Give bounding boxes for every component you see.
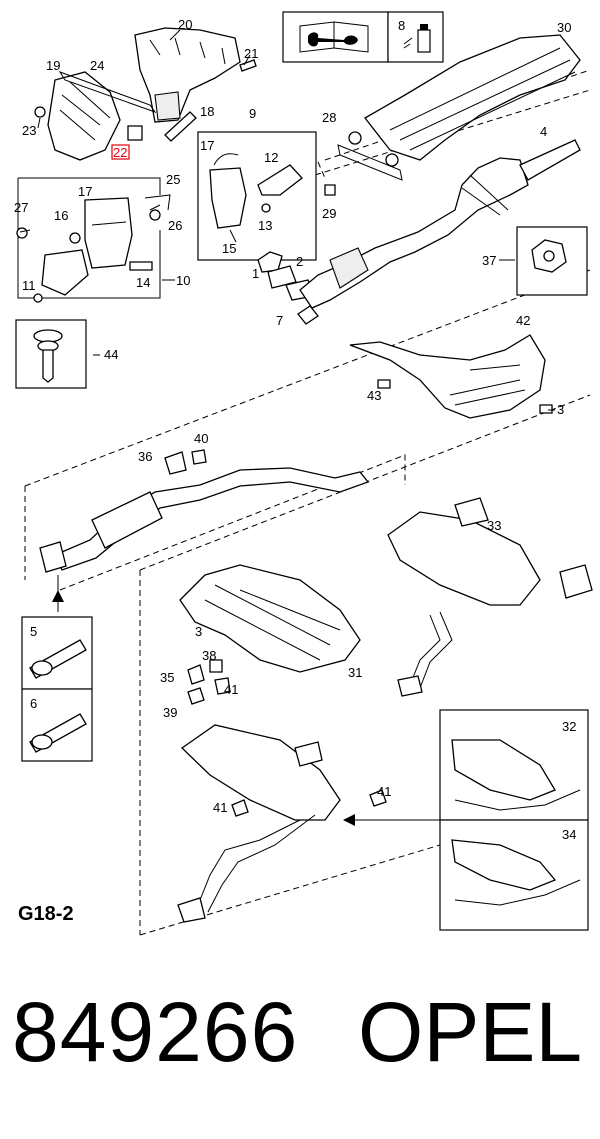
callout-43: 43 [367,388,381,403]
callout-35: 35 [160,670,174,685]
manifold-heat-shield [47,71,121,161]
stud [239,59,257,72]
clamp-detail-box-5 [21,616,93,690]
callout-10: 10 [176,273,190,288]
callout-7: 7 [276,313,283,328]
callout-1: 1 [252,266,259,281]
callout-20: 20 [178,17,192,32]
heat-shield-upper [364,34,581,161]
callout-26: 26 [168,218,182,233]
bolt [34,106,46,118]
callout-32: 32 [562,719,576,734]
diagram-code: G18-2 [18,903,74,925]
callout-4: 4 [540,124,547,139]
callout-8: 8 [398,18,405,33]
brand-name: OPEL [358,985,583,1079]
callout-40: 40 [194,431,208,446]
callout-14: 14 [136,275,150,290]
clamp-detail-box-6 [21,688,93,762]
callout-23: 23 [22,123,36,138]
callout-19: 19 [46,58,60,73]
callout-25: 25 [166,172,180,187]
callout-31: 31 [348,665,362,680]
callout-12: 12 [264,150,278,165]
callout-11: 11 [22,278,36,293]
callout-30: 30 [557,20,571,35]
muffler-variant-box-32 [439,709,589,821]
underbody-heat-shield [179,564,361,705]
callout-41: 41 [377,784,391,799]
callout-27: 27 [14,200,28,215]
callout-44: 44 [104,347,118,362]
callout-9: 9 [249,106,256,121]
callout-2: 2 [296,254,303,269]
callout-37: 37 [482,253,496,268]
callout-3: 3 [557,402,564,417]
pipe-hanger [324,131,403,196]
nut-detail-box [516,226,588,296]
callout-16: 16 [54,208,68,223]
assembly-guide-line [59,454,406,591]
callout-17: 17 [200,138,214,153]
callout-22: 22 [113,145,127,160]
highlighted-part-22 [111,125,143,160]
callout-41: 41 [224,682,238,697]
exhaust-manifold [134,27,241,123]
spray-can-icon [403,24,431,53]
callout-21: 21 [244,46,258,61]
callout-29: 29 [322,206,336,221]
oxygen-sensor [164,111,197,142]
callout-33: 33 [487,518,501,533]
assembly-guide-line [24,269,591,487]
center-pipe-resonator [39,449,370,573]
book-wrench-icon [299,21,369,53]
callout-13: 13 [258,218,272,233]
catalytic-kit-box [197,131,317,261]
callout-6: 6 [30,696,37,711]
bolt-detail-box [15,319,87,389]
rear-muffler-single [177,724,387,923]
callout-34: 34 [562,827,576,842]
muffler-variant-box-34 [439,819,589,931]
catalytic-converter-group [16,177,171,303]
front-pipe-catalyst [299,139,581,309]
manifold-gasket [58,71,157,114]
callout-24: 24 [90,58,104,73]
callout-5: 5 [30,624,37,639]
part-number: 849266 [12,985,299,1079]
callout-28: 28 [322,110,336,125]
callout-17: 17 [78,184,92,199]
callout-36: 36 [138,449,152,464]
callout-18: 18 [200,104,214,119]
callout-41: 41 [213,800,227,815]
callout-42: 42 [516,313,530,328]
rear-muffler-twin [387,497,593,697]
callout-39: 39 [163,705,177,720]
manual-icon-box: 8 [282,11,444,63]
callout-3: 3 [195,624,202,639]
callout-15: 15 [222,241,236,256]
heat-shield-center [349,334,553,419]
callout-38: 38 [202,648,216,663]
